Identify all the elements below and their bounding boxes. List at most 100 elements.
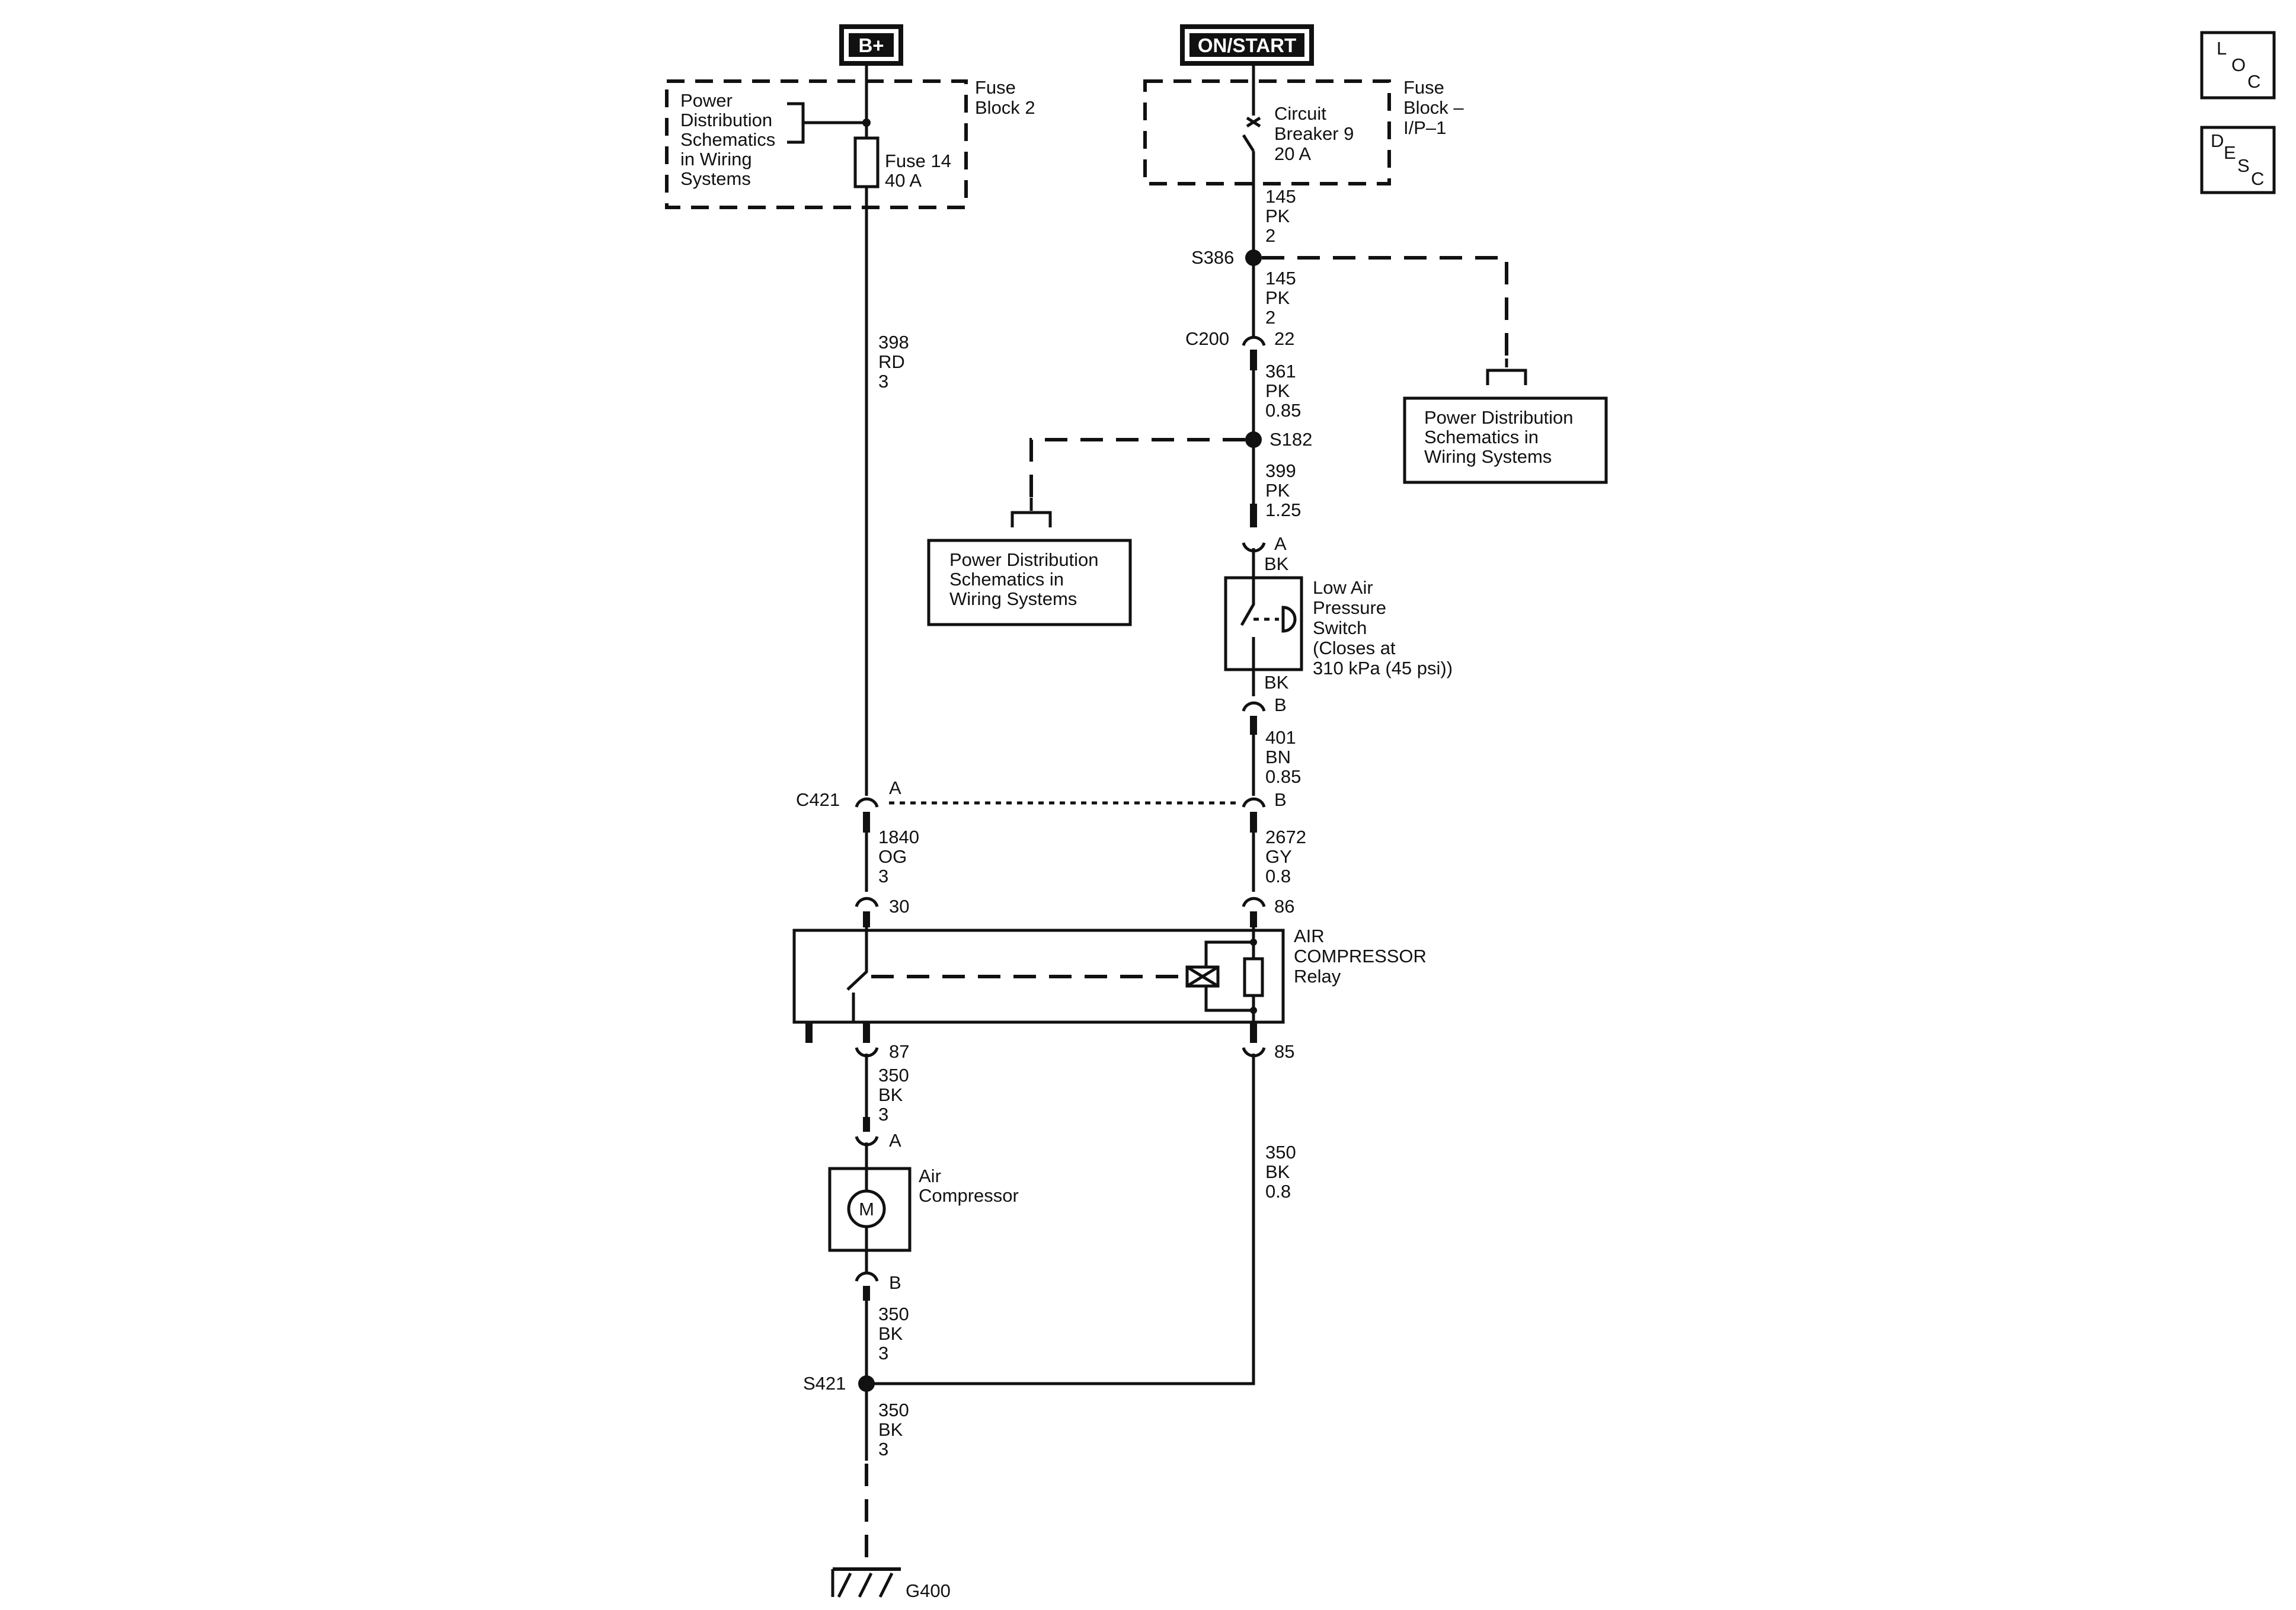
- svg-text:RD: RD: [878, 351, 905, 372]
- svg-text:1840: 1840: [878, 827, 919, 847]
- svg-text:3: 3: [878, 1439, 888, 1459]
- loc-letter-3: C: [2247, 71, 2260, 92]
- wire-145-a: 145 PK 2: [1265, 186, 1296, 246]
- wire-399: 399 PK 1.25: [1265, 460, 1301, 520]
- fuse-block-2-title-1: Fuse: [975, 77, 1016, 98]
- svg-text:Power Distribution: Power Distribution: [1424, 407, 1574, 428]
- svg-text:3: 3: [878, 1343, 888, 1363]
- ignition-label: ON/START: [1198, 34, 1296, 56]
- svg-text:Wiring Systems: Wiring Systems: [949, 588, 1077, 609]
- desc-letter-2: E: [2224, 142, 2236, 163]
- wire-398: 398 RD 3: [878, 332, 909, 392]
- svg-text:PK: PK: [1265, 380, 1290, 401]
- compressor-pin-a: A: [889, 1130, 901, 1151]
- desc-button[interactable]: D E S C: [2200, 126, 2276, 194]
- svg-text:2: 2: [1265, 307, 1275, 328]
- svg-text:350: 350: [878, 1065, 909, 1086]
- svg-text:G400: G400: [906, 1580, 951, 1601]
- svg-text:2672: 2672: [1265, 827, 1306, 847]
- wire-1840: 1840 OG 3: [878, 827, 919, 886]
- desc-letter-3: S: [2237, 155, 2250, 176]
- motor-icon: M: [859, 1199, 874, 1219]
- loc-button[interactable]: L O C: [2200, 31, 2276, 100]
- wire-145-b: 145 PK 2: [1265, 268, 1296, 328]
- wire-2672: 2672 GY 0.8: [1265, 827, 1306, 886]
- relay-pin-86: 86: [1274, 896, 1294, 917]
- svg-text:BK: BK: [1265, 1161, 1290, 1182]
- svg-text:BK: BK: [878, 1419, 903, 1440]
- switch-bk-top: BK: [1264, 553, 1289, 574]
- svg-text:Circuit: Circuit: [1274, 103, 1326, 124]
- ground-g400: G400: [831, 1567, 951, 1601]
- svg-text:22: 22: [1274, 328, 1294, 349]
- wire-350-a: 350 BK 3: [878, 1065, 909, 1125]
- wire-350-b: 350 BK 0.8: [1265, 1142, 1296, 1202]
- svg-text:Power: Power: [680, 90, 733, 111]
- svg-text:Schematics: Schematics: [680, 129, 775, 150]
- switch-pin-a: A: [1274, 533, 1287, 554]
- svg-text:145: 145: [1265, 268, 1296, 289]
- fuse-block-2-title-2: Block 2: [975, 97, 1035, 118]
- fuse-14-label-1: Fuse 14: [885, 151, 951, 171]
- svg-text:3: 3: [878, 1104, 888, 1125]
- svg-text:310 kPa (45 psi)): 310 kPa (45 psi)): [1313, 658, 1453, 678]
- c421-pin-b: B: [1274, 789, 1287, 810]
- svg-text:BK: BK: [878, 1084, 903, 1105]
- svg-text:Switch: Switch: [1313, 617, 1367, 638]
- power-dist-ref-middle: Power Distribution Schematics in Wiring …: [927, 498, 1132, 626]
- compressor-pin-b: B: [889, 1272, 901, 1293]
- circuit-breaker-9: Circuit Breaker 9 20 A: [1242, 63, 1354, 164]
- connector-c421: C421 A B: [796, 777, 1287, 833]
- svg-text:0.8: 0.8: [1265, 866, 1291, 886]
- connector-c200: C200 22: [1185, 328, 1294, 370]
- battery-label: B+: [858, 34, 884, 56]
- wire-401: 401 BN 0.85: [1265, 727, 1301, 787]
- battery-source: B+: [839, 24, 903, 66]
- loc-letter-2: O: [2231, 55, 2246, 75]
- svg-text:PK: PK: [1265, 206, 1290, 226]
- svg-text:0.85: 0.85: [1265, 400, 1301, 421]
- svg-text:399: 399: [1265, 460, 1296, 481]
- svg-text:Compressor: Compressor: [919, 1185, 1019, 1206]
- wire-350-c: 350 BK 3: [878, 1304, 909, 1363]
- svg-text:0.8: 0.8: [1265, 1181, 1291, 1202]
- loc-letter-1: L: [2217, 38, 2227, 59]
- svg-text:I/P–1: I/P–1: [1403, 117, 1446, 138]
- svg-text:AIR: AIR: [1294, 926, 1325, 946]
- svg-text:350: 350: [878, 1400, 909, 1420]
- air-compressor-relay: AIR COMPRESSOR Relay: [792, 926, 1427, 1043]
- svg-text:Distribution: Distribution: [680, 110, 772, 130]
- splice-s421: S421: [803, 1373, 875, 1394]
- svg-text:361: 361: [1265, 361, 1296, 382]
- svg-text:COMPRESSOR: COMPRESSOR: [1294, 946, 1427, 966]
- svg-text:3: 3: [878, 371, 888, 392]
- fuse-block-2-ref: Power Distribution Schematics in Wiring …: [680, 90, 775, 189]
- svg-text:Power Distribution: Power Distribution: [949, 549, 1099, 570]
- svg-text:20 A: 20 A: [1274, 143, 1311, 164]
- fuse-block-ip: Fuse Block – I/P–1 Circuit Breaker 9 20 …: [1143, 63, 1464, 185]
- svg-text:1.25: 1.25: [1265, 500, 1301, 520]
- splice-s182: S182: [1029, 429, 1312, 498]
- svg-text:(Closes at: (Closes at: [1313, 638, 1396, 658]
- fuse-14-label-2: 40 A: [885, 170, 922, 191]
- svg-text:350: 350: [1265, 1142, 1296, 1163]
- svg-text:OG: OG: [878, 846, 907, 867]
- svg-text:Air: Air: [919, 1166, 941, 1186]
- wire-361: 361 PK 0.85: [1265, 361, 1301, 421]
- svg-text:350: 350: [878, 1304, 909, 1324]
- relay-pin-87: 87: [889, 1041, 909, 1062]
- svg-text:GY: GY: [1265, 846, 1292, 867]
- svg-text:401: 401: [1265, 727, 1296, 748]
- svg-text:145: 145: [1265, 186, 1296, 207]
- svg-text:BK: BK: [878, 1323, 903, 1344]
- low-air-pressure-switch: Low Air Pressure Switch (Closes at 310 k…: [1224, 576, 1453, 678]
- svg-text:Fuse: Fuse: [1403, 77, 1444, 98]
- c421-pin-a: A: [889, 777, 901, 798]
- c421-label: C421: [796, 789, 840, 810]
- desc-letter-1: D: [2211, 130, 2224, 151]
- svg-text:Low Air: Low Air: [1313, 577, 1373, 598]
- svg-text:3: 3: [878, 866, 888, 886]
- ignition-source: ON/START: [1180, 24, 1314, 66]
- svg-text:Systems: Systems: [680, 168, 751, 189]
